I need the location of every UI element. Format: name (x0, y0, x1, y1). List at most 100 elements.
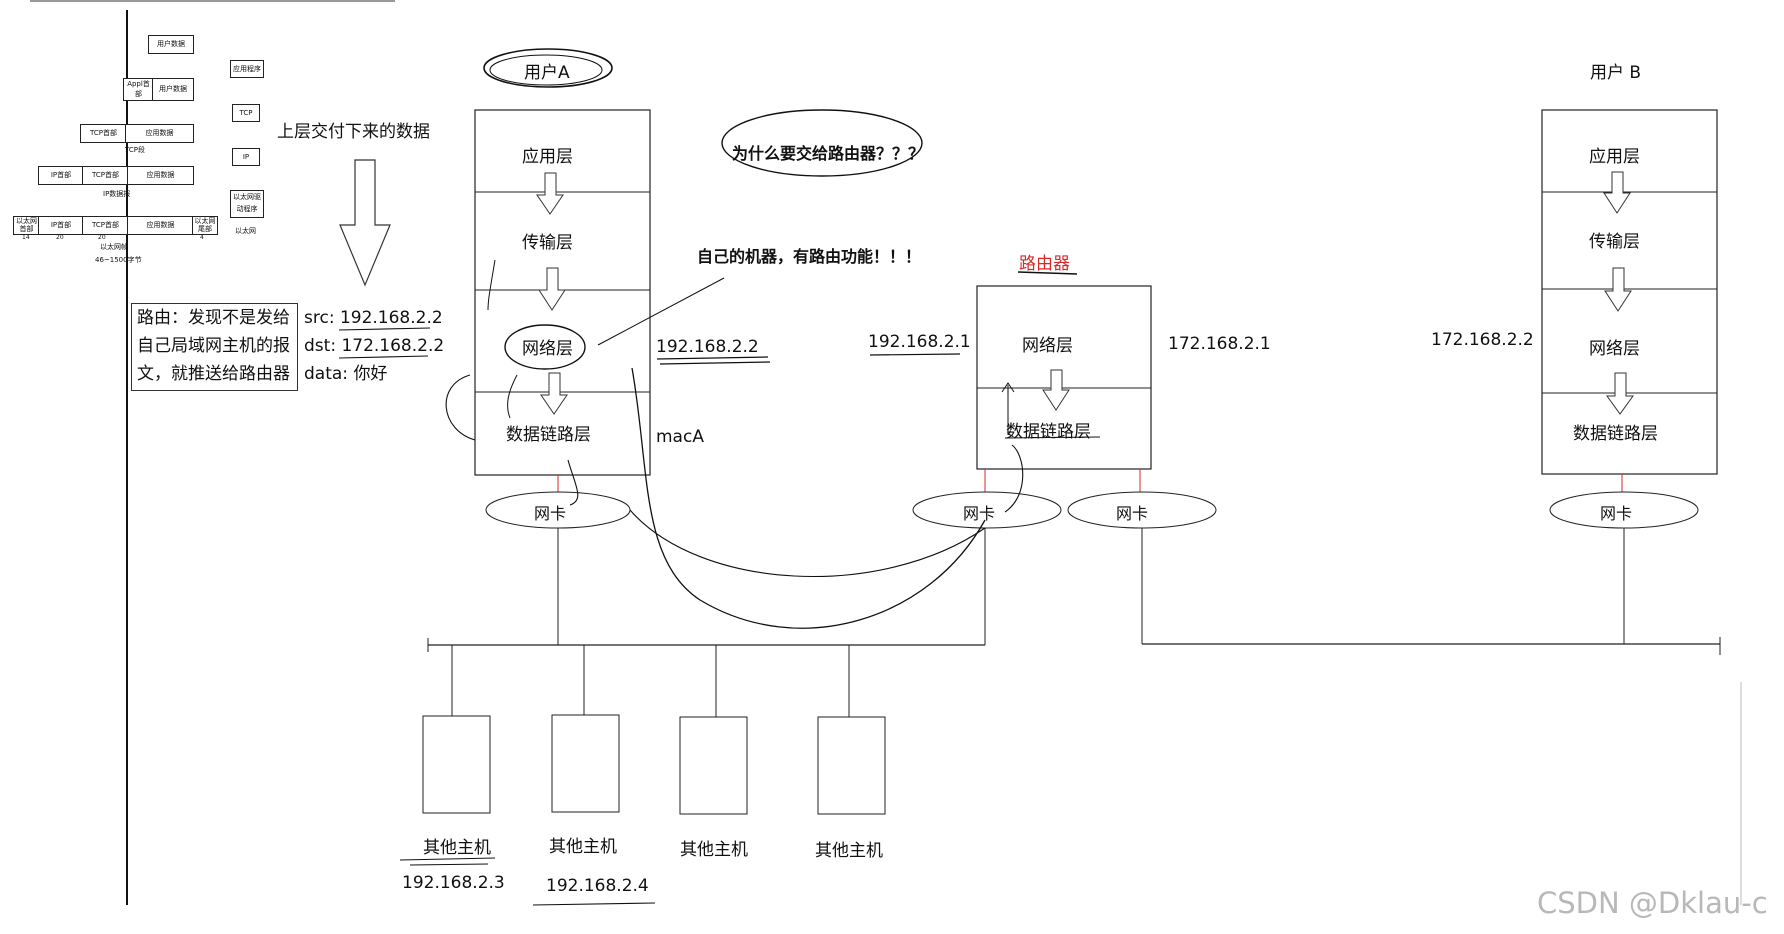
routing-note: 路由：发现不是发给 自己局域网主机的报 文，就推送给路由器 (131, 303, 298, 391)
enc-frame-label: 以太网帧 (100, 243, 128, 251)
enc-tcp-header-3: TCP首部 (82, 216, 129, 235)
lan-host-4-box (817, 716, 886, 815)
packet-src-row: src: 192.168.2.2 (304, 304, 444, 332)
enc-size-14: 14 (22, 234, 30, 241)
enc-app-data-2: 应用数据 (127, 166, 194, 185)
host-a-layer-app: 应用层 (522, 147, 573, 167)
host-a-title: 用户A (524, 63, 570, 83)
packet-dst-value: 172.168.2.2 (341, 336, 445, 356)
host-a-left-flow-1 (487, 259, 496, 311)
stack-ip: IP (232, 148, 260, 166)
packet-dst-label: dst: (304, 336, 337, 356)
enc-eth-trailer: 以太网尾部 (192, 216, 218, 235)
stack-eth-driver: 以太网驱动程序 (230, 190, 264, 218)
flow-curve-nic (567, 459, 579, 506)
packet-data-label: data: (304, 364, 349, 384)
enc-size-range: 46~1500字节 (95, 256, 142, 264)
host-b-title: 用户 B (1590, 63, 1642, 83)
host-b-arrow-1 (1603, 171, 1631, 214)
enc-eth-header: 以太网首部 (13, 216, 40, 235)
flow-curve-small (629, 509, 986, 577)
ip-host2-underline (532, 902, 656, 906)
network-layer-scribble (504, 324, 586, 370)
host-a-arrow-3 (540, 372, 568, 415)
stack-tcp: TCP (232, 104, 260, 122)
packet-fields: src: 192.168.2.2 dst: 172.168.2.2 data: … (304, 304, 444, 388)
host-a-ip: 192.168.2.2 (656, 337, 759, 357)
packet-src-value: 192.168.2.2 (339, 308, 443, 328)
router-up-arrowhead (1001, 382, 1015, 393)
lan-host-3-box (679, 716, 748, 815)
router-nic-left-shape (912, 491, 1062, 529)
enc-tcp-header: TCP首部 (80, 124, 127, 143)
enc-size-20a: 20 (56, 234, 64, 241)
host-b-layer-app: 应用层 (1589, 147, 1640, 167)
ip-host1-underline (399, 857, 496, 866)
host-a-mac: macA (656, 427, 704, 447)
enc-size-4: 4 (200, 234, 204, 241)
lan-host-2-label: 其他主机 (549, 837, 617, 857)
host-a-layer-datalink: 数据链路层 (506, 425, 591, 445)
lan-host-2-box (551, 714, 620, 813)
enc-ip-datagram-label: IP数据报 (103, 190, 131, 198)
packet-dst-row: dst: 172.168.2.2 (304, 332, 444, 360)
routing-note-line-3: 文，就推送给路由器 (137, 364, 290, 384)
lan-host-1-label: 其他主机 (423, 838, 491, 858)
router-ip-left-underline (869, 353, 961, 356)
enc-appl-header: Appl首部 (123, 78, 154, 101)
router-ip-left: 192.168.2.1 (868, 332, 971, 352)
host-a-left-flow-3 (507, 374, 518, 419)
router-ip-right: 172.168.2.1 (1168, 334, 1271, 354)
enc-tcp-header-2: TCP首部 (82, 166, 129, 185)
host-a-title-scribble-2 (489, 54, 603, 86)
big-down-arrow (339, 159, 391, 287)
host-a-layer-network: 网络层 (522, 339, 573, 359)
lan-host-2-ip: 192.168.2.4 (546, 876, 649, 896)
answer-note: 自己的机器，有路由功能！！！ (697, 247, 922, 266)
ip-a-underline (656, 356, 771, 365)
host-a-left-flow-2 (445, 374, 476, 441)
routing-note-line-1: 路由：发现不是发给 (137, 308, 290, 328)
packet-data-value: 你好 (353, 364, 388, 384)
host-b-layer-transport: 传输层 (1589, 232, 1640, 252)
question-bubble (721, 109, 923, 177)
host-b-nic-label: 网卡 (1600, 504, 1633, 523)
packet-data-row: data: 你好 (304, 360, 444, 388)
enc-user-data-2: 用户数据 (152, 78, 194, 101)
host-b-arrow-3 (1606, 372, 1634, 415)
router-layer-datalink: 数据链路层 (1006, 422, 1091, 442)
enc-ip-header: IP首部 (38, 166, 84, 185)
arrow-caption: 上层交付下来的数据 (277, 122, 430, 142)
host-a-arrow-2 (538, 267, 566, 311)
stack-app: 应用程序 (230, 60, 264, 78)
host-b-ip: 172.168.2.2 (1431, 330, 1534, 350)
enc-ip-header-2: IP首部 (38, 216, 84, 235)
router-nic-right-label: 网卡 (1116, 504, 1149, 523)
host-a-title-scribble (483, 48, 613, 88)
host-b-arrow-2 (1604, 267, 1632, 312)
enc-tcp-seg-label: TCP段 (125, 146, 145, 154)
answer-pointer (597, 277, 725, 346)
enc-size-20b: 20 (98, 234, 106, 241)
enc-app-data-3: 应用数据 (127, 216, 194, 235)
question-note: 为什么要交给路由器？？？ (732, 144, 925, 163)
stack-ethernet: 以太网 (235, 227, 256, 235)
router-title: 路由器 (1019, 254, 1070, 274)
router-stack (976, 285, 1152, 470)
flow-curve-router (1004, 444, 1024, 513)
lan-host-1-ip: 192.168.2.3 (402, 873, 505, 893)
host-b-layer-network: 网络层 (1589, 339, 1640, 359)
router-nic-left-label: 网卡 (963, 504, 996, 523)
host-a-nic-label: 网卡 (534, 504, 567, 523)
lan-host-1-box (422, 715, 491, 814)
host-b-layer-datalink: 数据链路层 (1573, 424, 1658, 444)
host-a-arrow-1 (536, 172, 564, 215)
packet-underlines (338, 327, 431, 359)
enc-user-data: 用户数据 (148, 35, 194, 54)
routing-note-line-2: 自己局域网主机的报 (137, 336, 290, 356)
host-a-layer-transport: 传输层 (522, 233, 573, 253)
router-title-underline (1017, 271, 1078, 275)
router-dl-underline (1004, 436, 1101, 439)
